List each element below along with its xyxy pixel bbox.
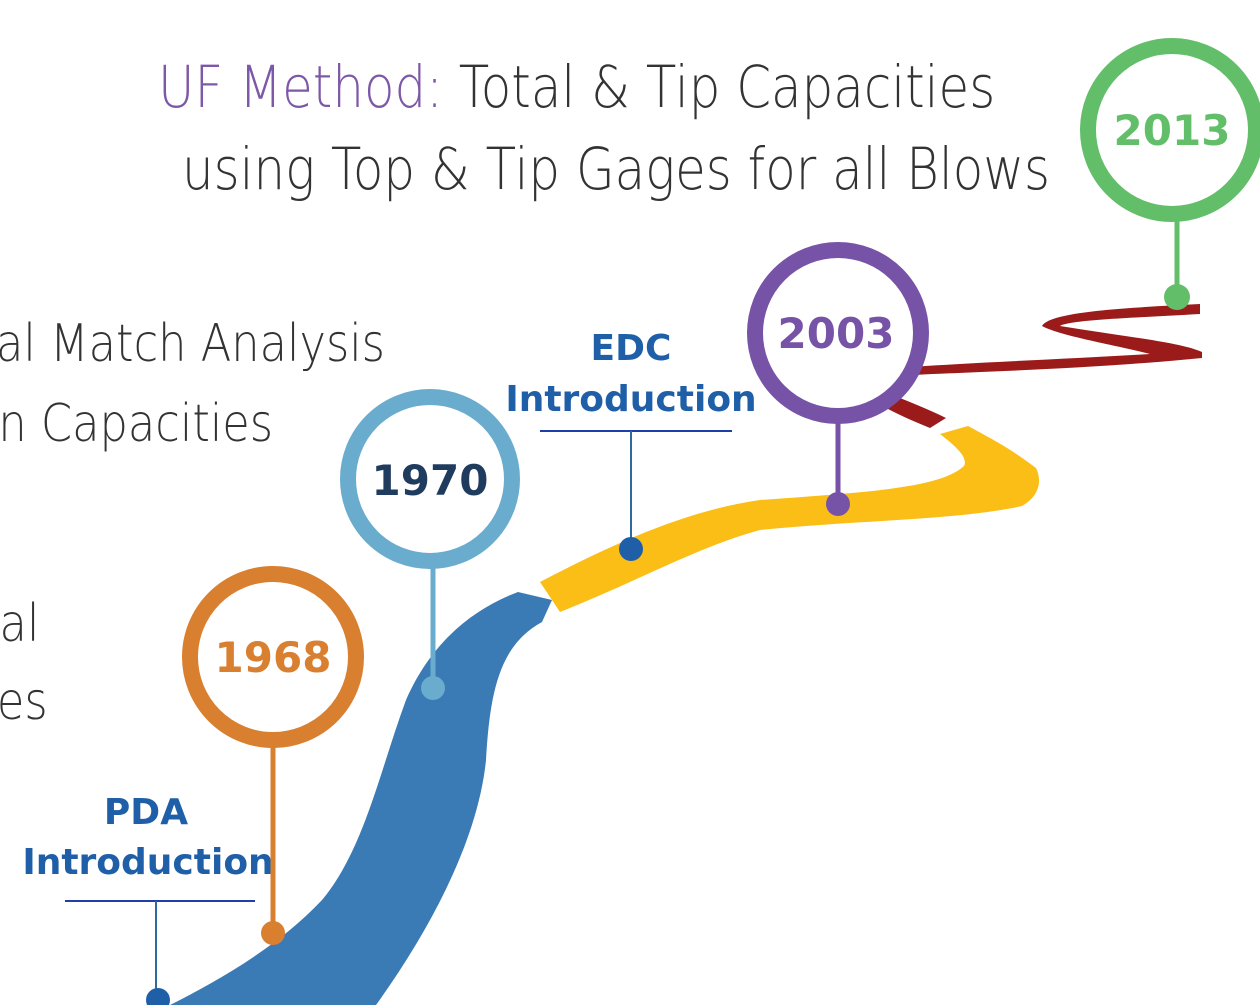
pda-introduction: PDA Introduction xyxy=(22,792,274,1005)
milestone-2013: 2013 xyxy=(1080,38,1260,310)
milestone-2003: 2003 xyxy=(747,242,929,516)
pda-label-1: PDA xyxy=(104,792,188,833)
side-text-4: ges xyxy=(0,672,48,732)
milestone-2003-ring xyxy=(747,242,929,424)
side-text-2: kin Capacities xyxy=(0,394,274,454)
road-yellow-segment xyxy=(540,426,1040,612)
pda-dot xyxy=(146,988,170,1005)
milestone-1968-year: 1968 xyxy=(215,633,332,682)
milestone-2003-year: 2003 xyxy=(778,309,895,358)
milestone-1968: 1968 xyxy=(182,566,364,945)
milestone-1970: 1970 xyxy=(340,389,520,700)
edc-label-1: EDC xyxy=(591,328,672,369)
side-text-3: tal xyxy=(0,594,40,654)
road-blue-segment xyxy=(170,592,552,1005)
side-text-1: al Match Analysis xyxy=(0,314,385,374)
title-line-2: using Top & Tip Gages for all Blows xyxy=(182,135,1051,203)
milestone-1968-ring xyxy=(182,566,364,748)
title-accent: UF Method: xyxy=(158,53,443,121)
road-red-segment xyxy=(857,304,1202,428)
milestone-2013-ring xyxy=(1080,38,1260,222)
milestone-1970-dot xyxy=(421,676,445,700)
title-line-1: UF Method: Total & Tip Capacities xyxy=(158,58,995,116)
milestone-2013-year: 2013 xyxy=(1114,106,1231,155)
title-rest: Total & Tip Capacities xyxy=(442,53,996,121)
milestone-1970-ring xyxy=(340,389,520,569)
milestone-1970-year: 1970 xyxy=(372,456,489,505)
pda-label-2: Introduction xyxy=(22,842,273,883)
milestone-1968-dot xyxy=(261,921,285,945)
milestone-2003-dot xyxy=(826,492,850,516)
edc-dot xyxy=(619,537,643,561)
edc-introduction: EDC Introduction xyxy=(505,328,757,561)
milestone-2013-dot xyxy=(1164,284,1190,310)
edc-label-2: Introduction xyxy=(505,379,756,420)
